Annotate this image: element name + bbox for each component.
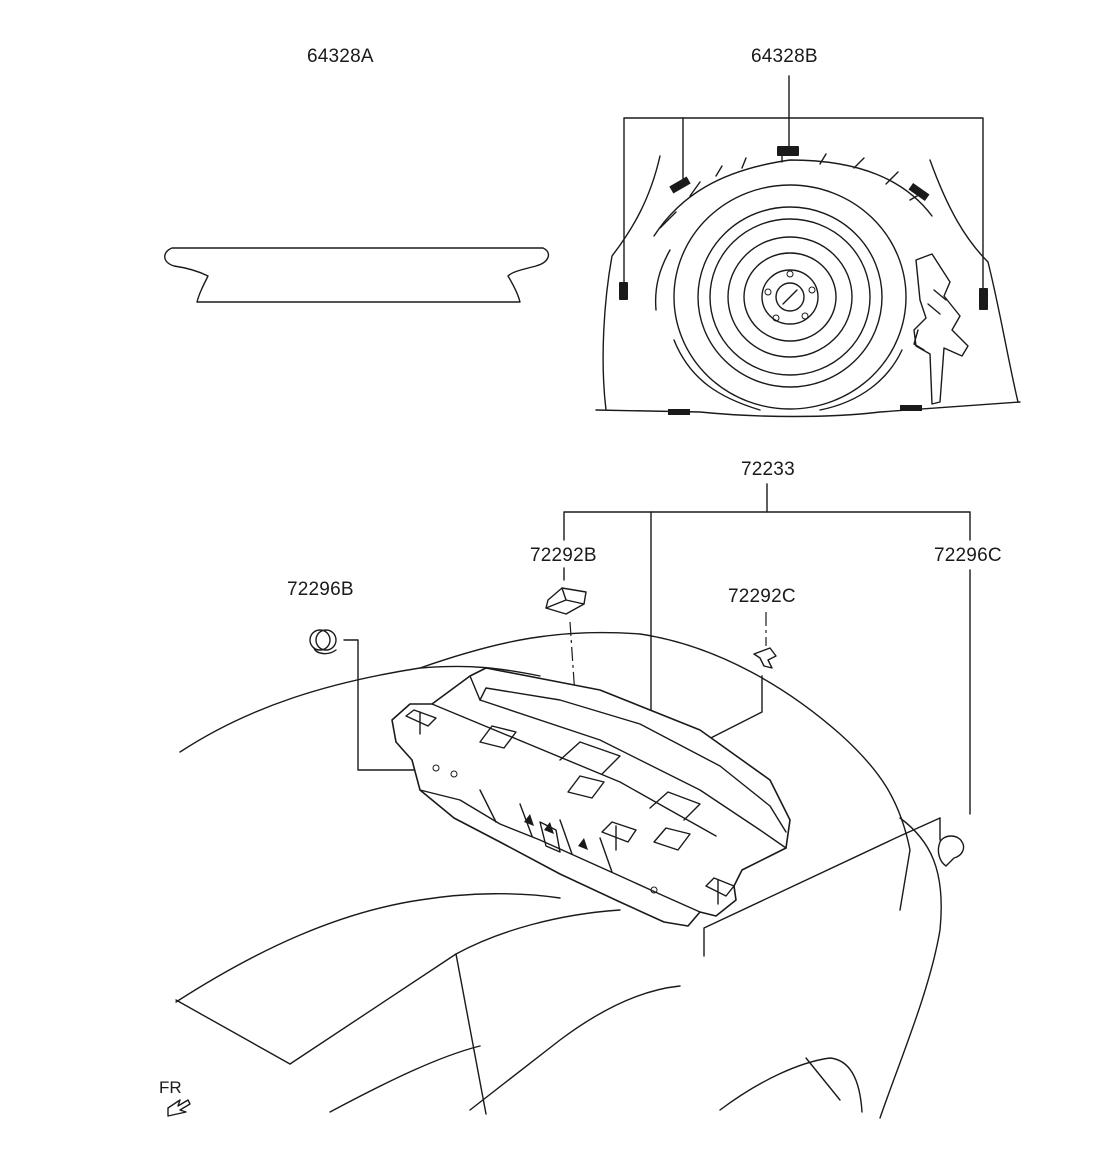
part-label-72296c: 72296C bbox=[934, 545, 1002, 566]
package-tray-72233 bbox=[391, 667, 791, 927]
spare-tire-well-64328b bbox=[595, 75, 1021, 418]
part-label-64328a: 64328A bbox=[307, 46, 374, 67]
leader-72233 bbox=[563, 483, 971, 815]
grommet-72296b bbox=[309, 629, 421, 771]
part-label-72233: 72233 bbox=[741, 459, 795, 480]
part-label-72292c: 72292C bbox=[728, 586, 796, 607]
clip-72292b bbox=[545, 567, 587, 771]
part-label-72292b: 72292B bbox=[530, 545, 597, 566]
car-body-outline bbox=[175, 631, 942, 1119]
mat-64328a-shape bbox=[164, 247, 550, 303]
part-label-64328b: 64328B bbox=[751, 46, 818, 67]
front-direction-arrow-icon bbox=[167, 1099, 191, 1117]
clip-72296c bbox=[703, 817, 965, 957]
front-direction-label: FR bbox=[159, 1078, 182, 1097]
part-label-72296b: 72296B bbox=[287, 579, 354, 600]
